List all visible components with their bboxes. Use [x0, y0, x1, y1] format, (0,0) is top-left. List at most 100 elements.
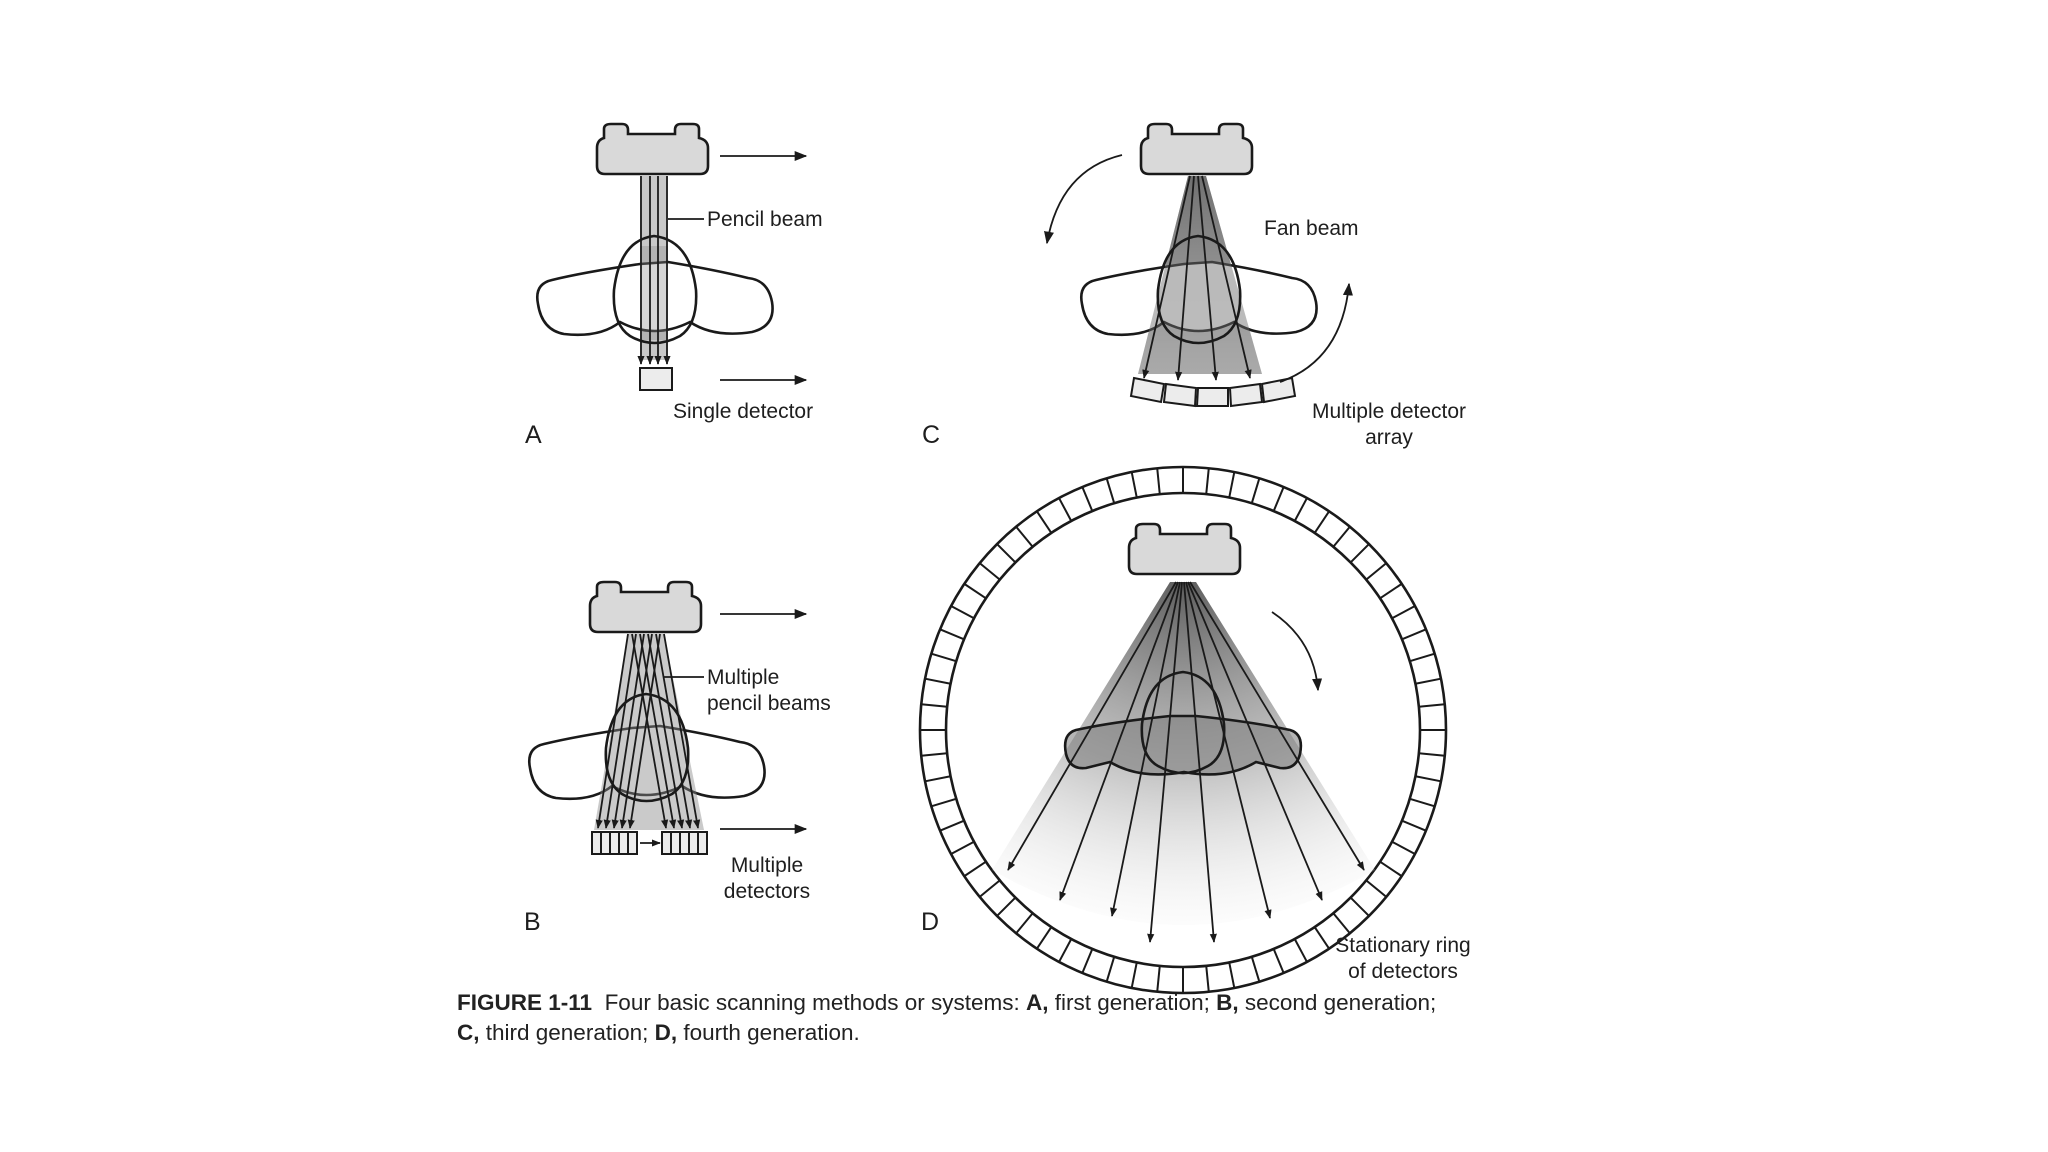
stationary-detector-ring — [920, 467, 1446, 993]
detector-cell-divider — [1105, 478, 1116, 504]
caption-text-a: first generation; — [1048, 990, 1217, 1015]
detector-cell-divider — [1409, 797, 1435, 808]
detector-cell-divider — [1293, 938, 1308, 963]
detector-cell-divider — [1365, 879, 1387, 898]
pencil-beams-b-left — [595, 633, 661, 829]
panel-c: Fan beam Multiple detector array C — [922, 122, 1466, 449]
detector-cell-divider — [1293, 497, 1308, 522]
detector-cell-divider — [1332, 526, 1351, 548]
detector-cell-divider — [1349, 543, 1370, 564]
xray-tube-a — [595, 122, 710, 176]
detector-cell-divider — [1228, 471, 1236, 498]
label-multiple-pencil-beams-line2: pencil beams — [707, 692, 831, 715]
head-fill-a — [640, 246, 668, 340]
panel-b: Multiple pencil beams Multiple detectors… — [524, 580, 831, 936]
detector-cell-divider — [1379, 860, 1403, 877]
label-single-detector: Single detector — [673, 400, 813, 423]
detectors-b-left — [591, 831, 638, 855]
detector-cell-divider — [1401, 819, 1427, 832]
detector-cell-divider — [950, 840, 975, 855]
detector-cell-divider — [939, 819, 965, 832]
panel-d: Stationary ring of detectors D — [918, 465, 1471, 995]
detector-cell-divider — [921, 752, 948, 757]
caption-intro: Four basic scanning methods or systems: — [604, 990, 1026, 1015]
fan-ray-c-1 — [1142, 175, 1191, 379]
detector-cell-divider — [1105, 956, 1116, 982]
label-multiple-pencil-beams-line1: Multiple — [707, 666, 779, 689]
figure-caption: FIGURE 1-11 Four basic scanning methods … — [457, 988, 1637, 1048]
panel-letter-a: A — [525, 421, 542, 449]
detector-cell-divider — [1349, 896, 1370, 917]
head-shape-c — [1156, 234, 1242, 345]
detector-cell-divider — [1081, 486, 1094, 512]
detector-cell-divider — [1081, 948, 1094, 974]
caption-key-c: C, — [457, 1020, 480, 1045]
rotation-arrow-d — [1271, 611, 1323, 692]
panel-letter-d: D — [921, 908, 939, 936]
head-shape-a — [612, 234, 698, 345]
label-multiple-detectors-line2: detectors — [724, 880, 810, 903]
caption-text-c: third generation; — [479, 1020, 655, 1045]
detector-cell-divider — [1332, 912, 1351, 934]
body-outline-a — [536, 260, 774, 337]
detector-cell-divider — [1418, 752, 1445, 757]
detector-cell-divider — [996, 543, 1017, 564]
detector-cell-divider — [979, 879, 1001, 898]
detector-cell-divider — [1391, 840, 1416, 855]
detector-cell-divider — [1365, 562, 1387, 581]
detector-cell-divider — [1130, 962, 1138, 989]
caption-text-d: fourth generation. — [677, 1020, 860, 1045]
pencil-beams-b-right — [631, 633, 701, 829]
detector-cell-divider — [1156, 468, 1161, 495]
detector-cell-divider — [931, 652, 957, 663]
detector-cell-divider — [950, 605, 975, 620]
detector-cell-divider — [1036, 926, 1053, 950]
fan-ray-c-2 — [1175, 175, 1195, 381]
detector-cell-divider — [1409, 652, 1435, 663]
caption-key-b: B, — [1216, 990, 1239, 1015]
detector-cell-divider — [1228, 962, 1236, 989]
head-shape-b — [604, 692, 690, 803]
detector-cell-divider — [1250, 478, 1261, 504]
detector-cell-divider — [1036, 510, 1053, 534]
caption-figure-number: FIGURE 1-11 — [457, 990, 593, 1015]
detector-cell-divider — [996, 896, 1017, 917]
detector-cell-divider — [1015, 526, 1034, 548]
detector-cell-divider — [1401, 628, 1427, 641]
panel-a: Pencil beam Single detector A — [525, 122, 823, 449]
detector-cell-divider — [1156, 965, 1161, 992]
body-outline-b — [528, 724, 766, 801]
detector-cell-divider — [1205, 965, 1210, 992]
xray-tube-c — [1139, 122, 1254, 176]
detector-cell-divider — [1058, 938, 1073, 963]
label-pencil-beam: Pencil beam — [707, 208, 823, 231]
xray-tube-b — [588, 580, 703, 634]
detector-cell-divider — [1130, 471, 1138, 498]
fan-ray-c-4 — [1201, 175, 1252, 379]
detector-cell-divider — [931, 797, 957, 808]
detector-cell-divider — [1313, 510, 1330, 534]
detector-cell-divider — [1015, 912, 1034, 934]
detector-cell-divider — [1415, 677, 1442, 685]
body-outline-c — [1080, 260, 1318, 337]
panel-letter-b: B — [524, 908, 541, 936]
detector-cell-divider — [1205, 468, 1210, 495]
fan-beam-c-overlay — [1138, 176, 1262, 374]
xray-tube-d — [1127, 522, 1242, 576]
caption-text-b: second generation; — [1238, 990, 1437, 1015]
caption-key-d: D, — [654, 1020, 678, 1045]
label-multiple-detectors-line1: Multiple — [731, 854, 803, 877]
rotation-arrow-c-left — [1044, 154, 1123, 245]
rotation-arrow-c-right — [1279, 282, 1353, 383]
detector-cell-divider — [1418, 703, 1445, 708]
detector-cell-divider — [924, 677, 951, 685]
fan-ray-c-3 — [1197, 175, 1219, 381]
detector-array-c — [1129, 376, 1297, 408]
detector-cell-divider — [963, 860, 987, 877]
detector-cell-divider — [1415, 775, 1442, 783]
detector-cell-divider — [1379, 583, 1403, 600]
label-stationary-ring-line1: Stationary ring — [1335, 934, 1470, 957]
label-multiple-detector-array-line2: array — [1365, 426, 1413, 449]
detector-cell-divider — [979, 562, 1001, 581]
